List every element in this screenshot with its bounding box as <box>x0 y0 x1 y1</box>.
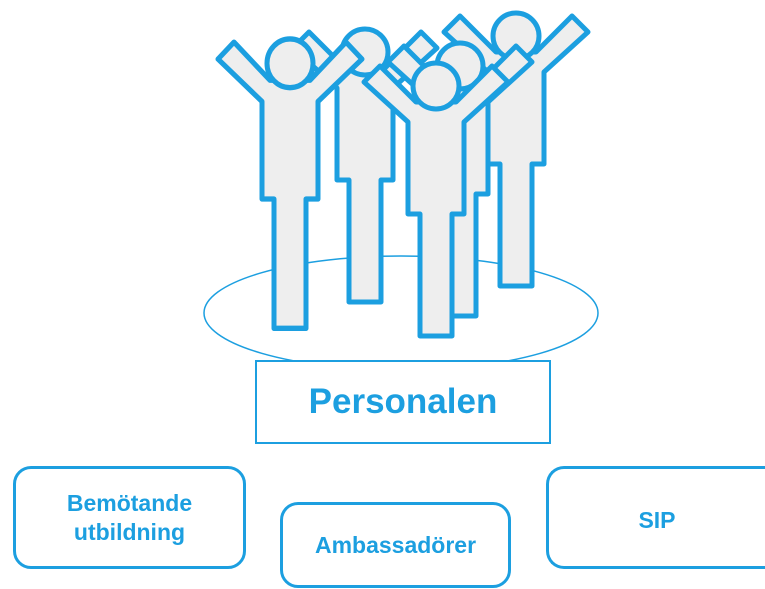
bemotande-utbildning-box: Bemötande utbildning <box>13 466 246 569</box>
group-ellipse <box>203 255 599 371</box>
ambassadorer-box: Ambassadörer <box>280 502 511 588</box>
person-figure <box>364 63 508 336</box>
ambassadorer-label: Ambassadörer <box>314 531 477 558</box>
personalen-label: Personalen <box>308 382 498 421</box>
sip-box: SIP <box>546 466 765 569</box>
person-figure <box>218 39 362 328</box>
personalen-box: Personalen <box>255 360 551 444</box>
sip-label: SIP <box>638 507 676 533</box>
bemotande-utbildning-label: Bemötande utbildning <box>66 489 193 545</box>
